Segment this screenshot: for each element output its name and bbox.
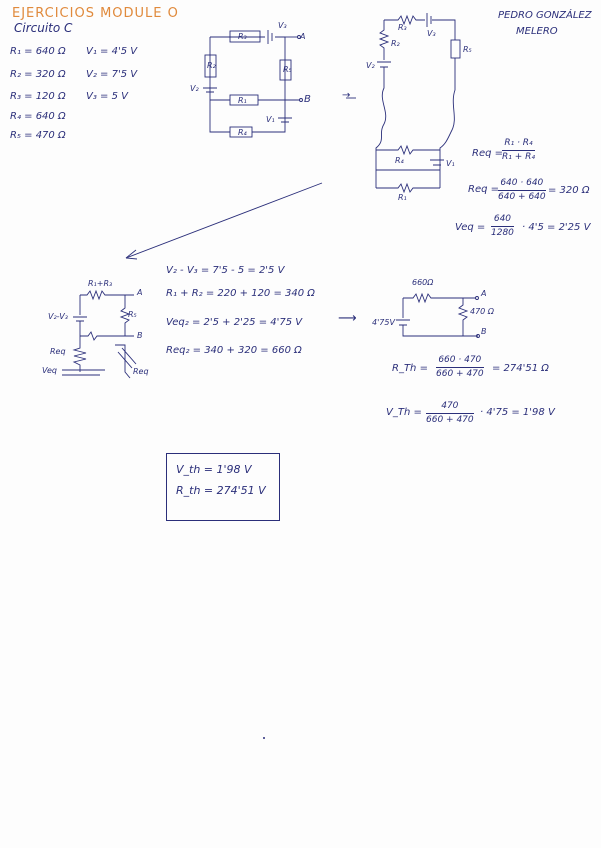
- c1-label-v2: V₂: [190, 84, 199, 93]
- c1-label-r1: R₁: [238, 96, 247, 105]
- req1-numerator-2: 640 · 640: [498, 179, 546, 191]
- given-v3: V₃ = 5 V: [86, 91, 128, 102]
- given-r2: R₂ = 320 Ω: [10, 69, 66, 80]
- veq1-fraction: 640 1280: [491, 215, 514, 238]
- vth-fraction: 470 660 + 470: [426, 402, 474, 425]
- c1-label-r2: R₂: [207, 61, 216, 70]
- c3-label-veq: Veq: [42, 366, 58, 375]
- c1-label-v3: V₃: [278, 21, 287, 30]
- c2-label-r4: R₄: [395, 156, 404, 165]
- req1-denominator: R₁ + R₄: [502, 152, 535, 162]
- c3-label-v2v3: V₂-V₃: [48, 312, 68, 321]
- c3-label-b: B: [137, 331, 143, 340]
- step-line-2: R₁ + R₂ = 220 + 120 = 340 Ω: [166, 288, 315, 299]
- vth-numerator: 470: [426, 402, 474, 414]
- author-name-line1: PEDRO GONZÁLEZ: [498, 10, 592, 21]
- circuit-4-wires: [396, 292, 480, 338]
- c2-label-r5: R₅: [463, 45, 472, 54]
- c1-label-r4: R₄: [238, 128, 247, 137]
- given-r4: R₄ = 640 Ω: [10, 111, 66, 122]
- circuit-2-wires: [346, 13, 461, 194]
- given-v2: V₂ = 7'5 V: [86, 69, 138, 80]
- c2-label-r2: R₂: [391, 39, 400, 48]
- c2-label-v1: V₁: [446, 159, 455, 168]
- req1-result: = 320 Ω: [548, 185, 590, 196]
- vth-result: · 4'75 = 1'98 V: [480, 407, 555, 418]
- rth-result: = 274'51 Ω: [492, 363, 549, 374]
- req1-numerator: R₁ · R₄: [502, 139, 535, 151]
- page-title: EJERCICIOS MODULE O: [12, 6, 179, 21]
- stray-dot: [263, 737, 265, 739]
- c1-label-r5: R₅: [283, 65, 292, 74]
- circuit-3-wires: [62, 289, 137, 379]
- rth-label: R_Th =: [392, 363, 428, 374]
- c3-label-a: A: [137, 288, 143, 297]
- rth-fraction: 660 · 470 660 + 470: [436, 356, 484, 379]
- step-line-3: Veq₂ = 2'5 + 2'25 = 4'75 V: [166, 317, 303, 328]
- diagonal-arrow: [125, 182, 323, 260]
- c3-label-r5: R₅: [128, 310, 137, 319]
- c1-label-v1: V₁: [266, 115, 275, 124]
- c1-label-b: B: [304, 94, 311, 105]
- c3-label-req2: Req: [133, 367, 149, 376]
- c2-label-v2: V₂: [366, 61, 375, 70]
- result-rth: R_th = 274'51 V: [176, 484, 266, 497]
- author-name-line2: MELERO: [516, 26, 558, 37]
- result-vth: V_th = 1'98 V: [176, 463, 252, 476]
- c3-label-req: Req: [50, 347, 66, 356]
- c1-label-r3: R₃: [238, 32, 247, 41]
- req1-fraction-2: 640 · 640 640 + 640: [498, 179, 546, 202]
- veq1-denominator: 1280: [491, 228, 514, 238]
- steps-arrow: ⟶: [338, 311, 357, 326]
- rth-denominator: 660 + 470: [436, 369, 484, 379]
- rth-numerator: 660 · 470: [436, 356, 484, 368]
- c4-label-r660: 660Ω: [412, 278, 434, 287]
- req1-denominator-2: 640 + 640: [498, 192, 546, 202]
- veq1-label: Veq =: [455, 222, 486, 233]
- c3-label-r1r3: R₁+R₃: [88, 279, 113, 288]
- c2-label-r1: R₁: [398, 193, 407, 202]
- c2-label-v3: V₃: [427, 29, 436, 38]
- vth-denominator: 660 + 470: [426, 415, 474, 425]
- req1-fraction: R₁ · R₄ R₁ + R₄: [502, 139, 535, 162]
- c4-label-r470: 470 Ω: [470, 307, 494, 316]
- c4-label-b: B: [481, 327, 487, 336]
- circuit-subtitle: Circuito C: [14, 21, 73, 35]
- veq1-result: · 4'5 = 2'25 V: [522, 222, 591, 233]
- c4-label-a: A: [481, 289, 487, 298]
- given-r3: R₃ = 120 Ω: [10, 91, 66, 102]
- step-line-1: V₂ - V₃ = 7'5 - 5 = 2'5 V: [166, 265, 285, 276]
- req1-label: Req =: [472, 148, 504, 159]
- c1-label-a: A: [300, 32, 306, 41]
- c2-label-r3: R₃: [398, 23, 407, 32]
- given-r1: R₁ = 640 Ω: [10, 46, 66, 57]
- given-v1: V₁ = 4'5 V: [86, 46, 138, 57]
- given-r5: R₅ = 470 Ω: [10, 130, 66, 141]
- req1-label-2: Req =: [468, 184, 500, 195]
- veq1-numerator: 640: [491, 215, 514, 227]
- step-line-4: Req₂ = 340 + 320 = 660 Ω: [166, 345, 302, 356]
- final-result-box: V_th = 1'98 V R_th = 274'51 V: [166, 453, 280, 521]
- circuit-1-wires: [203, 30, 303, 138]
- c4-label-v: 4'75V: [372, 318, 395, 327]
- vth-label: V_Th =: [386, 407, 422, 418]
- c2-arrow: →: [342, 90, 351, 101]
